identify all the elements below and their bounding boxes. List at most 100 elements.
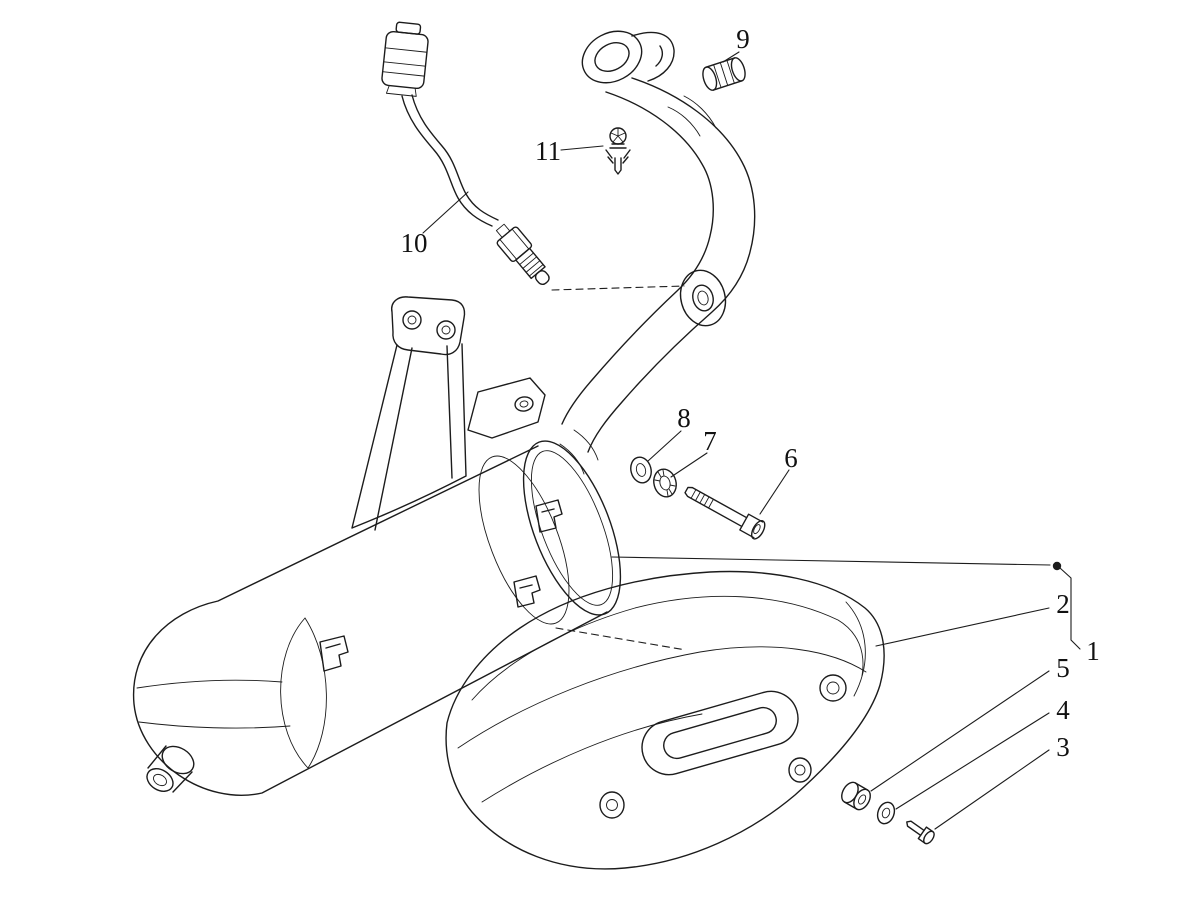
hex-socket-bolt [684, 486, 766, 540]
sensor-neck [495, 223, 511, 238]
pipe-mount-tab [679, 269, 727, 327]
callout-label-8: 8 [677, 403, 691, 433]
pipe-bend-collar [667, 95, 717, 137]
callout-labels: 9 11 10 8 7 6 2 1 5 4 3 [401, 24, 1100, 762]
callout-label-6: 6 [784, 443, 798, 473]
muffler-dome-wire-lines [136, 679, 291, 729]
pipe-inner-edge [561, 91, 714, 425]
hanger-bracket-hole-right [436, 320, 456, 340]
sensor-threads [519, 252, 544, 277]
callout-label-4: 4 [1056, 695, 1070, 725]
shield-hole-top [819, 674, 847, 702]
hanger-bracket-hole-right-inner [441, 325, 451, 335]
muffler-body-outline [132, 445, 608, 796]
leader-4 [895, 712, 1050, 810]
spacer-bushing [841, 781, 871, 811]
sleeve-end-right [730, 57, 746, 82]
shield-washer [876, 801, 896, 825]
bolt-threads [690, 489, 714, 509]
pipe-mount-tab-hole [692, 284, 714, 312]
shield-hole-right-inner [794, 764, 806, 776]
outlet-spout-tip [146, 768, 174, 792]
leader-5 [870, 670, 1050, 792]
shield-hole-right [788, 757, 812, 783]
exhaust-header-pipe [559, 30, 756, 475]
leader-2 [875, 607, 1050, 647]
bolt-socket [753, 524, 761, 535]
leader-11 [560, 145, 604, 151]
muffler-end-rim-outer [522, 440, 622, 616]
leader-9 [722, 51, 740, 63]
sleeve-ribs [713, 60, 735, 88]
leader-1-line [611, 556, 1051, 566]
sensor-connector-body [381, 30, 429, 90]
hanger-bracket-hole-left [402, 310, 422, 330]
shield-slot-outer [641, 690, 799, 776]
hanger-bracket-hole-left-inner [407, 315, 417, 325]
shield-slot [641, 690, 799, 776]
cross-bracket-hole [514, 396, 534, 412]
flat-washer-inner [635, 463, 647, 477]
heat-shield-cover [445, 570, 885, 870]
toothed-washer-teeth [654, 469, 676, 497]
bushing-hole [858, 794, 867, 805]
callout-leaders [422, 51, 1081, 830]
muffler-end-rim-inner [530, 450, 614, 606]
pipe-flange-plate [631, 31, 675, 82]
shield-slot-inner [663, 706, 777, 760]
outlet-spout-hole [153, 773, 167, 787]
leader-10 [422, 191, 469, 234]
callout-label-5: 5 [1056, 653, 1070, 683]
cross-bracket-hole-inner [519, 400, 529, 408]
flat-washer-outer [630, 456, 652, 484]
shield-hole-top-inner [826, 681, 840, 695]
shield-inner-edge [471, 595, 864, 701]
bolt-shaft [684, 486, 748, 528]
rubber-sleeve [702, 57, 746, 91]
leader-8 [647, 430, 682, 462]
hanger-bracket-plate [391, 296, 466, 356]
sleeve-end-left [702, 66, 718, 91]
oxygen-sensor-assembly [381, 21, 685, 291]
muffler-silencer-body [132, 296, 622, 796]
cross-bracket [467, 377, 546, 439]
sensor-connector-detail [382, 47, 428, 77]
shield-washer-outer [876, 801, 896, 825]
clip-head-spokes [610, 127, 626, 143]
shield-washer-inner [881, 807, 891, 819]
callout-label-7: 7 [703, 426, 717, 456]
muffler-body-seam [478, 455, 570, 625]
screw-head-end [923, 830, 935, 845]
sensor-fit-dashed-line [551, 285, 685, 291]
bushing-sides [843, 782, 869, 810]
pipe-mount-tab-hole-inner [697, 290, 709, 306]
shield-crease-2 [481, 713, 703, 803]
clip-body [605, 143, 631, 175]
callout-label-10: 10 [401, 228, 428, 258]
outlet-spout-base [161, 745, 195, 775]
sensor-connector-latch [395, 21, 422, 35]
screw-shaft [906, 820, 925, 837]
outlet-spout-sides [147, 745, 193, 793]
body-clamp-tabs [319, 499, 563, 672]
pipe-inlet-ring-outer [581, 30, 643, 84]
sleeve-sides [705, 57, 743, 91]
hanger-bracket-struts [351, 343, 467, 531]
flat-washer [630, 456, 652, 484]
toothed-washer [653, 468, 677, 498]
bolt-head-end [750, 520, 766, 540]
shield-crease-1 [457, 646, 867, 749]
sensor-body [495, 223, 550, 286]
callout-label-1: 1 [1086, 636, 1100, 666]
sensor-cable [401, 94, 499, 227]
shield-hole-bottom [599, 791, 625, 819]
shield-screw [906, 820, 935, 845]
sensor-connector [381, 21, 429, 97]
toothed-washer-outer [653, 468, 677, 498]
sensor-tip [534, 270, 550, 286]
toothed-washer-inner [659, 475, 671, 491]
callout-label-11: 11 [535, 136, 561, 166]
leader-6 [759, 469, 790, 515]
